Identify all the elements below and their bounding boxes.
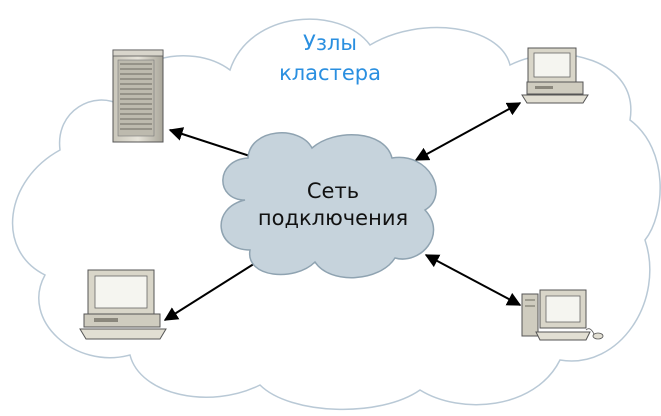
link-bottomleft-to-network: [163, 254, 270, 321]
cluster-nodes-title-line2: кластера: [279, 61, 381, 85]
network-label-line1: Сеть: [307, 179, 359, 203]
desktop-computer-icon: [79, 269, 167, 340]
desktop-computer-icon: [521, 289, 604, 341]
cluster-nodes-title-line1: Узлы: [303, 31, 357, 55]
desktop-computer-icon: [521, 47, 589, 104]
link-server-to-network: [168, 127, 264, 163]
server-tower-icon: [112, 49, 164, 143]
link-bottomright-to-network: [424, 254, 522, 306]
link-topright-to-network: [414, 102, 522, 161]
network-cloud: [220, 132, 437, 279]
network-label-line2: подключения: [258, 206, 408, 230]
